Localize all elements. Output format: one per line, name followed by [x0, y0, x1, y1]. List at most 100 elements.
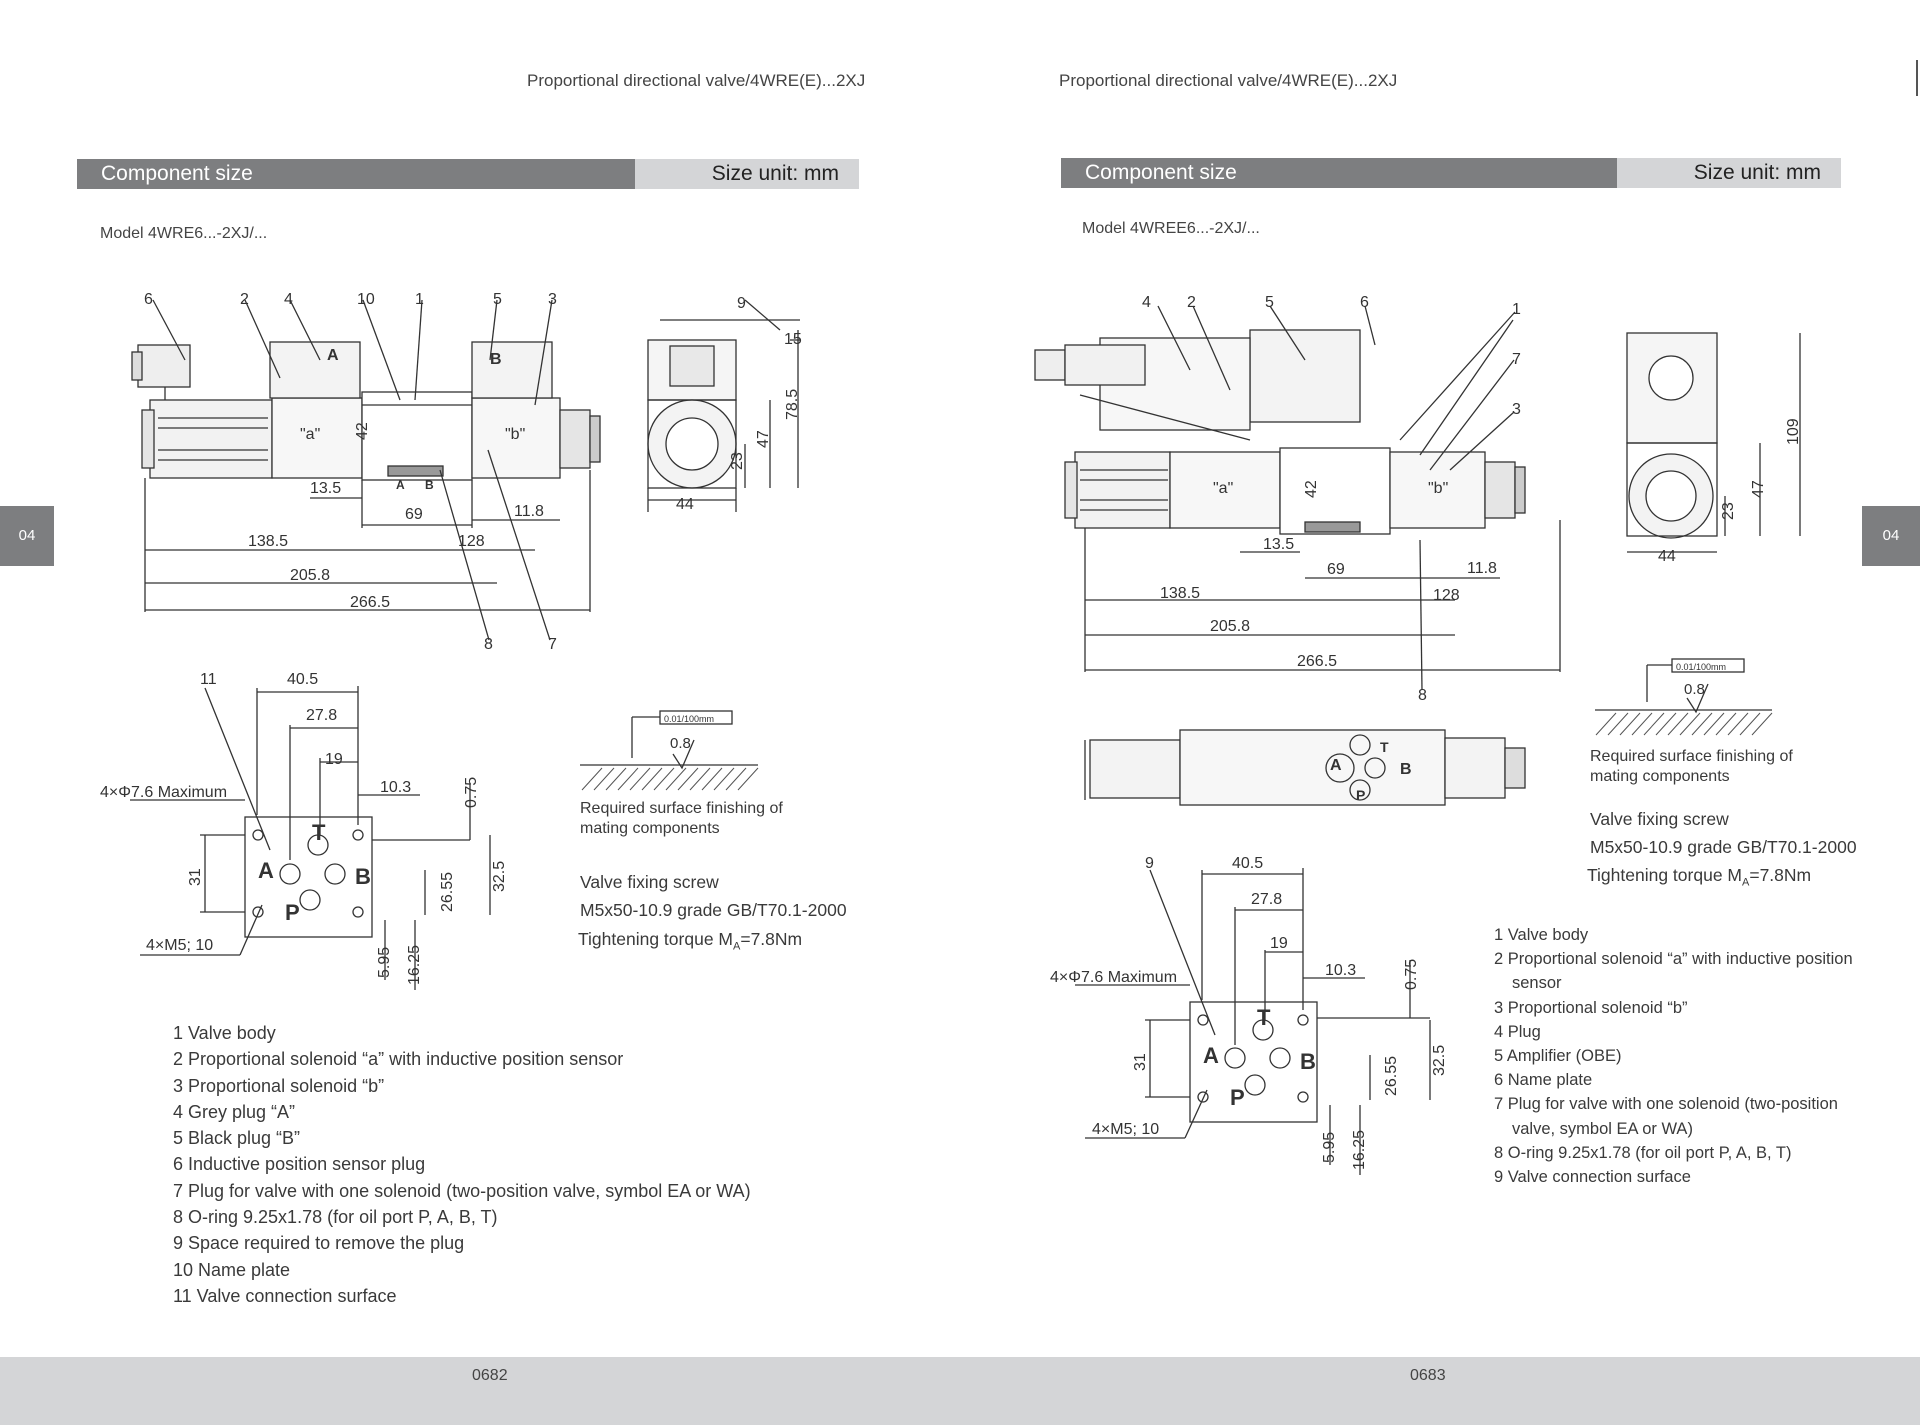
dim-31-left: 31 — [187, 868, 204, 886]
port-a-letter-left: A — [396, 478, 405, 492]
legend-item: 2 Proportional solenoid “a” with inducti… — [1494, 950, 1853, 993]
dim-138-5-left: 138.5 — [248, 533, 288, 550]
dim-13-5-left: 13.5 — [310, 480, 341, 497]
dim-27-8-left: 27.8 — [306, 707, 337, 724]
dim-32-5-right: 32.5 — [1431, 1045, 1448, 1076]
dim-0-75-right: 0.75 — [1403, 959, 1420, 990]
solenoid-a-label-left: "a" — [300, 426, 320, 443]
legend-item: 9 Valve connection surface — [1494, 1168, 1691, 1187]
callout-2-left: 2 — [240, 291, 249, 308]
top-port-a-right: A — [1330, 757, 1342, 774]
legend-item: 3 Proportional solenoid “b” — [1494, 998, 1688, 1017]
torque-left: Tightening torque MA=7.8Nm — [578, 929, 803, 953]
dim-44-left: 44 — [676, 496, 694, 513]
port-p-left: P — [285, 900, 300, 925]
port-t-right: T — [1257, 1005, 1271, 1030]
chapter-tab-right: 04 — [1862, 506, 1920, 566]
solenoid-a-label-right: "a" — [1213, 480, 1233, 497]
page-header-left: Proportional directional valve/4WRE(E)..… — [527, 71, 866, 90]
screw-spec-left: M5x50-10.9 grade GB/T70.1-2000 — [580, 900, 847, 920]
section-title-right: Component size — [1061, 158, 1617, 188]
port-b-letter-left: B — [425, 478, 434, 492]
callout-3-right: 3 — [1512, 401, 1521, 418]
page-footer — [0, 1357, 1920, 1425]
dim-16-25-left: 16.25 — [406, 945, 423, 985]
valve-drawing-left: 6 2 4 10 1 5 3 9 8 7 "a" "b" A B A B 138… — [100, 291, 802, 990]
callout-8-left: 8 — [484, 636, 493, 653]
holes-spec-right: 4×Φ7.6 Maximum — [1050, 969, 1177, 986]
screw-title-left: Valve fixing screw — [580, 872, 719, 892]
callout-7-right: 7 — [1512, 351, 1521, 368]
top-port-t-right: T — [1380, 739, 1389, 755]
legend-item: 8 O-ring 9.25x1.78 (for oil port P, A, B… — [173, 1207, 498, 1228]
surface-finish-left: Required surface finishing of mating com… — [580, 800, 783, 837]
threads-spec-right: 4×M5; 10 — [1092, 1121, 1159, 1138]
dim-11-8-left: 11.8 — [514, 503, 544, 520]
solenoid-b-label-left: "b" — [505, 426, 525, 443]
dim-47-right: 47 — [1750, 480, 1767, 498]
dim-69-left: 69 — [405, 506, 423, 523]
page-number-right: 0683 — [1410, 1367, 1446, 1384]
port-a-left: A — [258, 858, 274, 883]
valve-drawing-right: 4 2 5 6 1 7 3 8 "a" "b" 138.5 205.8 266.… — [1034, 294, 1802, 1175]
page-edge-mark — [1916, 60, 1918, 96]
page-number-left: 0682 — [472, 1367, 508, 1384]
screw-title-right: Valve fixing screw — [1590, 809, 1729, 829]
callout-7-left: 7 — [548, 636, 557, 653]
dim-205-8-left: 205.8 — [290, 567, 330, 584]
legend-item: 11 Valve connection surface — [173, 1285, 397, 1306]
plug-a-letter-left: A — [327, 347, 339, 364]
surface-finish-right: Required surface finishing of mating com… — [1590, 748, 1793, 785]
size-unit-right: Size unit: mm — [1617, 158, 1841, 188]
dim-0-75-left: 0.75 — [463, 777, 480, 808]
dim-27-8-right: 27.8 — [1251, 891, 1282, 908]
dim-16-25-right: 16.25 — [1351, 1130, 1368, 1170]
holes-spec-left: 4×Φ7.6 Maximum — [100, 784, 227, 801]
callout-9-right: 9 — [1145, 855, 1154, 872]
dim-5-95-right: 5.95 — [1321, 1132, 1338, 1163]
dim-78-5-left: 78.5 — [784, 389, 801, 420]
dim-40-5-left: 40.5 — [287, 671, 318, 688]
legend-item: 2 Proportional solenoid “a” with inducti… — [173, 1049, 624, 1070]
callout-6-left: 6 — [144, 291, 153, 308]
legend-item: 6 Name plate — [1494, 1071, 1593, 1090]
port-p-right: P — [1230, 1085, 1245, 1110]
screw-spec-right: M5x50-10.9 grade GB/T70.1-2000 — [1590, 837, 1857, 857]
model-label-left: Model 4WRE6...-2XJ/... — [100, 225, 268, 242]
legend-item: 1 Valve body — [1494, 926, 1589, 944]
dim-42-left: 42 — [354, 422, 371, 440]
legend-item: 6 Inductive position sensor plug — [173, 1154, 426, 1175]
dim-23-left: 23 — [729, 452, 746, 470]
roughness-left: 0.8 — [670, 735, 691, 752]
callout-10-left: 10 — [357, 291, 375, 308]
threads-spec-left: 4×M5; 10 — [146, 937, 213, 954]
dim-32-5-left: 32.5 — [491, 861, 508, 892]
page-header-right: Proportional directional valve/4WRE(E)..… — [1059, 71, 1398, 90]
size-unit-left: Size unit: mm — [635, 159, 859, 189]
legend-item: 9 Space required to remove the plug — [173, 1233, 465, 1254]
legend-item: 8 O-ring 9.25x1.78 (for oil port P, A, B… — [1494, 1143, 1792, 1162]
model-label-right: Model 4WREE6...-2XJ/... — [1082, 220, 1260, 237]
legend-item: 7 Plug for valve with one solenoid (two-… — [173, 1180, 751, 1201]
legend-item: 5 Black plug “B” — [173, 1128, 301, 1149]
dim-266-5-left: 266.5 — [350, 594, 390, 611]
top-port-b-right: B — [1400, 761, 1412, 778]
callout-1-right: 1 — [1512, 301, 1521, 318]
legend-item: 4 Grey plug “A” — [173, 1101, 296, 1122]
dim-15-left: 15 — [784, 331, 802, 348]
dim-10-3-right: 10.3 — [1325, 962, 1356, 979]
dim-26-55-right: 26.55 — [1383, 1056, 1400, 1096]
port-b-left: B — [355, 864, 371, 889]
solenoid-b-label-right: "b" — [1428, 480, 1448, 497]
dim-128-right: 128 — [1433, 587, 1460, 604]
dim-44-right: 44 — [1658, 548, 1676, 565]
legend-item: 5 Amplifier (OBE) — [1494, 1047, 1622, 1066]
dim-40-5-right: 40.5 — [1232, 855, 1263, 872]
callout-5-left: 5 — [493, 291, 502, 308]
callout-4-left: 4 — [284, 291, 293, 308]
port-b-right: B — [1300, 1049, 1316, 1074]
section-title-left: Component size — [77, 159, 635, 189]
dim-138-5-right: 138.5 — [1160, 585, 1200, 602]
dim-205-8-right: 205.8 — [1210, 618, 1250, 635]
flatness-left: 0.01/100mm — [664, 714, 714, 724]
